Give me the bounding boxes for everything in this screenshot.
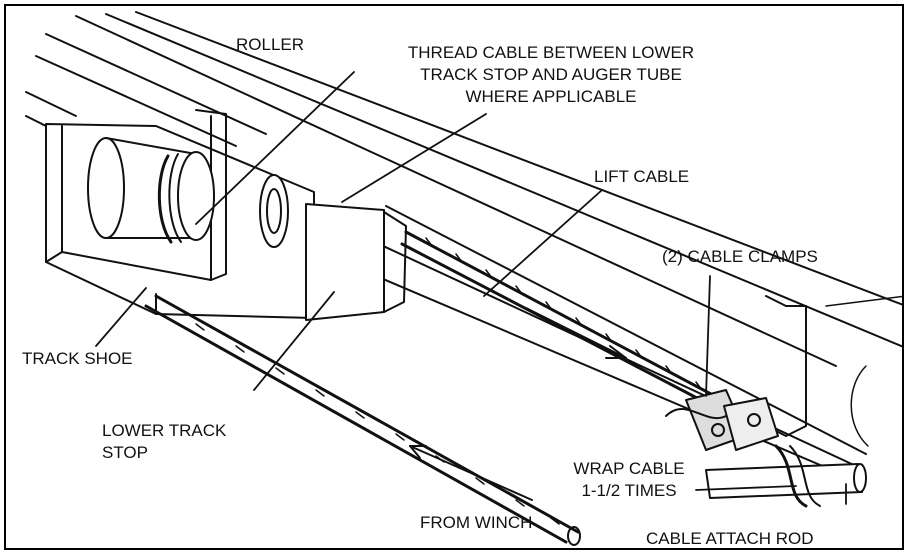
label-thread-line-1: THREAD CABLE BETWEEN LOWER [407, 43, 695, 62]
lift-cable [400, 230, 728, 412]
label-thread-cable: THREAD CABLE BETWEEN LOWER TRACK STOP AN… [386, 42, 716, 108]
lower-track-stop [305, 203, 407, 321]
label-wrap-cable-line-1: WRAP CABLE [573, 459, 685, 478]
label-wrap-cable-line-2: 1-1/2 TIMES [581, 481, 677, 500]
label-thread-line-2: TRACK STOP AND AUGER TUBE [420, 65, 682, 84]
label-thread-line-3: WHERE APPLICABLE [465, 87, 637, 106]
label-track-shoe: TRACK SHOE [22, 349, 133, 368]
label-roller: ROLLER [236, 35, 305, 54]
direction-arrows [409, 307, 627, 501]
roller [87, 137, 289, 248]
cable-clamps [665, 389, 779, 451]
label-lower-track-stop-line-2: STOP [102, 443, 148, 462]
label-from-winch: FROM WINCH [420, 513, 533, 532]
label-lower-track-stop: LOWER TRACK STOP [102, 420, 226, 464]
label-lift-cable: LIFT CABLE [594, 167, 690, 186]
label-cable-attach-rod: CABLE ATTACH ROD [646, 529, 814, 548]
label-lower-track-stop-line-1: LOWER TRACK [102, 421, 227, 440]
leader-lines [95, 71, 847, 505]
label-cable-clamps: (2) CABLE CLAMPS [662, 247, 818, 266]
track-shoe-illustration [25, 11, 902, 546]
label-wrap-cable: WRAP CABLE 1-1/2 TIMES [554, 458, 704, 502]
diagram-frame: ROLLER THREAD CABLE BETWEEN LOWER TRACK … [4, 4, 904, 550]
cable-attach-rod [705, 444, 867, 508]
